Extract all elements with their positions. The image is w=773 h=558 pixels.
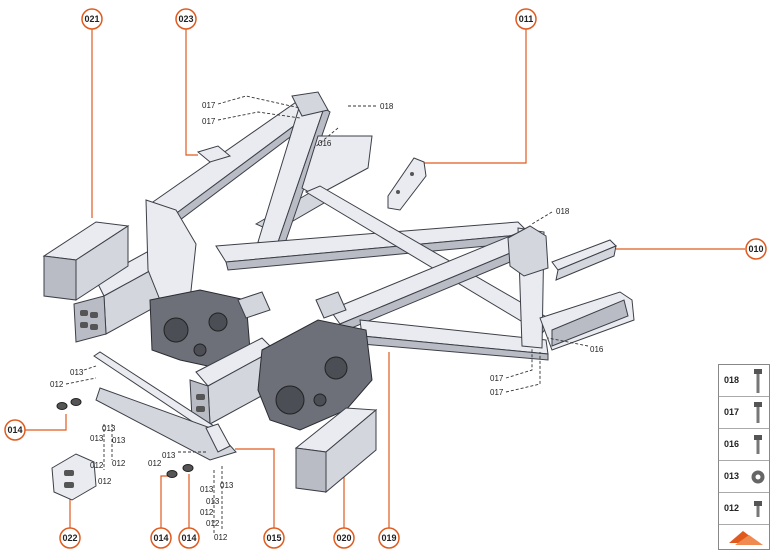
callout-011: 011 <box>515 8 537 30</box>
svg-text:011: 011 <box>519 14 534 24</box>
svg-text:022: 022 <box>62 533 77 543</box>
svg-text:012: 012 <box>214 533 228 542</box>
svg-text:012: 012 <box>50 380 64 389</box>
svg-text:023: 023 <box>178 14 193 24</box>
bolt-icon <box>754 435 762 454</box>
part-023-plate <box>196 145 232 163</box>
legend-row-016: 016 <box>719 429 769 461</box>
svg-text:013: 013 <box>162 451 176 460</box>
long-bolt-icon <box>754 369 762 393</box>
callout-019: 019 <box>378 527 400 549</box>
fastener-legend: 018 017 016 013 012 <box>718 364 770 550</box>
washer-icon <box>751 470 765 484</box>
svg-text:012: 012 <box>90 461 104 470</box>
loose-parts <box>42 145 617 501</box>
svg-text:013: 013 <box>206 497 220 506</box>
svg-text:015: 015 <box>266 533 281 543</box>
svg-text:021: 021 <box>84 14 99 24</box>
part-015-bracket <box>93 351 237 461</box>
svg-text:018: 018 <box>380 102 394 111</box>
medium-bolt-icon <box>754 402 762 423</box>
svg-text:016: 016 <box>318 139 332 148</box>
legend-code: 018 <box>724 375 740 385</box>
callout-021: 021 <box>81 8 103 30</box>
svg-text:010: 010 <box>748 244 763 254</box>
svg-text:013: 013 <box>220 481 234 490</box>
callouts: 021 023 011 010 014 022 014 014 015 020 … <box>4 8 767 549</box>
svg-text:020: 020 <box>336 533 351 543</box>
svg-text:017: 017 <box>202 101 216 110</box>
svg-text:013: 013 <box>112 436 126 445</box>
svg-text:012: 012 <box>112 459 126 468</box>
short-bolt-icon <box>754 501 762 517</box>
frame-assembly <box>73 91 635 431</box>
svg-text:013: 013 <box>90 434 104 443</box>
fastener-labels: 017 017 018 016 018 016 017 017 013 012 … <box>50 101 604 542</box>
legend-code: 017 <box>724 407 740 417</box>
svg-text:012: 012 <box>206 519 220 528</box>
legend-code: 012 <box>724 503 740 513</box>
part-011-bracket <box>387 157 427 211</box>
part-022-plate <box>51 453 97 501</box>
legend-row-012: 012 <box>719 493 769 525</box>
part-010-channel <box>551 239 617 281</box>
callout-020: 020 <box>333 527 355 549</box>
svg-text:016: 016 <box>590 345 604 354</box>
svg-text:017: 017 <box>490 374 504 383</box>
callout-010: 010 <box>745 238 767 260</box>
svg-text:013: 013 <box>70 368 84 377</box>
svg-text:017: 017 <box>490 388 504 397</box>
svg-text:013: 013 <box>200 485 214 494</box>
svg-text:013: 013 <box>102 424 116 433</box>
svg-text:019: 019 <box>381 533 396 543</box>
svg-text:014: 014 <box>153 533 168 543</box>
callout-014-right: 014 <box>178 527 200 549</box>
legend-row-018: 018 <box>719 365 769 397</box>
svg-text:012: 012 <box>148 459 162 468</box>
legend-row-017: 017 <box>719 397 769 429</box>
callout-015: 015 <box>263 527 285 549</box>
legend-code: 016 <box>724 439 740 449</box>
svg-text:012: 012 <box>98 477 112 486</box>
svg-text:018: 018 <box>556 207 570 216</box>
callout-023: 023 <box>175 8 197 30</box>
callout-014-left: 014 <box>4 419 26 441</box>
svg-text:014: 014 <box>7 425 22 435</box>
fastener-leaders <box>65 95 589 534</box>
svg-text:012: 012 <box>200 508 214 517</box>
legend-code: 013 <box>724 471 740 481</box>
callout-014-mid: 014 <box>150 527 172 549</box>
svg-text:017: 017 <box>202 117 216 126</box>
brand-logo-icon <box>719 525 769 549</box>
part-020-tube <box>294 407 378 494</box>
svg-text:014: 014 <box>181 533 196 543</box>
part-014-nuts <box>56 398 194 478</box>
callout-022: 022 <box>59 527 81 549</box>
part-021-tube <box>42 221 130 301</box>
legend-row-013: 013 <box>719 461 769 493</box>
